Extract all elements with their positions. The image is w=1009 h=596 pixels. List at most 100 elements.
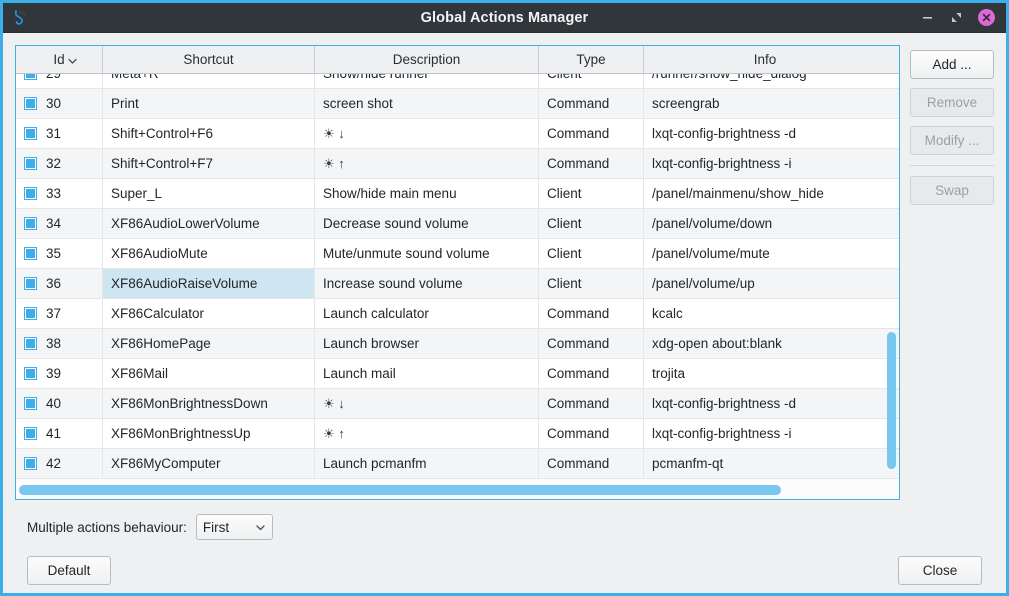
row-checkbox[interactable] [24, 367, 37, 380]
cell-id[interactable]: 39 [16, 359, 103, 388]
column-header-shortcut[interactable]: Shortcut [103, 46, 315, 73]
cell-info[interactable]: screengrab [652, 96, 720, 111]
cell-shortcut[interactable]: XF86Calculator [103, 299, 315, 328]
actions-table[interactable]: Id Shortcut Description T [15, 45, 900, 500]
cell-id[interactable]: 34 [16, 209, 103, 238]
cell-type[interactable]: Command [539, 359, 644, 388]
cell-type[interactable]: Command [539, 119, 644, 148]
cell-description[interactable]: Launch pcmanfm [315, 449, 539, 478]
cell-type[interactable]: Client [539, 269, 644, 298]
cell-description[interactable]: Launch browser [315, 329, 539, 358]
cell-id[interactable]: 29 [16, 74, 103, 88]
row-checkbox[interactable] [24, 187, 37, 200]
cell-info[interactable]: /panel/mainmenu/show_hide [652, 186, 824, 201]
cell-shortcut[interactable]: XF86MonBrightnessDown [103, 389, 315, 418]
cell-description[interactable]: ☀ ↑ [315, 419, 539, 448]
cell-description[interactable]: Mute/unmute sound volume [315, 239, 539, 268]
cell-info[interactable]: lxqt-config-brightness -i [652, 156, 792, 171]
cell-info[interactable]: lxqt-config-brightness -i [652, 426, 792, 441]
cell-type[interactable]: Command [539, 449, 644, 478]
row-checkbox[interactable] [24, 97, 37, 110]
cell-info[interactable]: lxqt-config-brightness -d [652, 396, 797, 411]
cell-description[interactable]: Increase sound volume [315, 269, 539, 298]
row-checkbox[interactable] [24, 247, 37, 260]
cell-shortcut[interactable]: Shift+Control+F7 [103, 149, 315, 178]
cell-shortcut[interactable]: Meta+R [103, 74, 315, 88]
row-checkbox[interactable] [24, 397, 37, 410]
cell-description[interactable]: Launch mail [315, 359, 539, 388]
cell-description[interactable]: Show/hide main menu [315, 179, 539, 208]
table-row[interactable]: 29Meta+RShow/hide runnerClient/runner/sh… [16, 74, 899, 89]
horizontal-scrollbar-thumb[interactable] [19, 485, 782, 495]
cell-description[interactable]: Launch calculator [315, 299, 539, 328]
cell-type[interactable]: Client [539, 239, 644, 268]
cell-id[interactable]: 30 [16, 89, 103, 118]
cell-info[interactable]: lxqt-config-brightness -d [652, 126, 797, 141]
row-checkbox[interactable] [24, 74, 37, 80]
row-checkbox[interactable] [24, 457, 37, 470]
cell-info[interactable]: kcalc [652, 306, 683, 321]
cell-id[interactable]: 42 [16, 449, 103, 478]
cell-info[interactable]: trojita [652, 366, 686, 381]
cell-id[interactable]: 37 [16, 299, 103, 328]
app-logo-icon[interactable] [10, 7, 32, 29]
cell-description[interactable]: Decrease sound volume [315, 209, 539, 238]
row-checkbox[interactable] [24, 427, 37, 440]
cell-info[interactable]: /panel/volume/down [652, 216, 773, 231]
row-checkbox[interactable] [24, 127, 37, 140]
cell-description[interactable]: ☀ ↑ [315, 149, 539, 178]
close-icon[interactable] [978, 9, 995, 26]
cell-shortcut[interactable]: Super_L [103, 179, 315, 208]
cell-type[interactable]: Client [539, 74, 644, 88]
cell-id[interactable]: 38 [16, 329, 103, 358]
close-button[interactable]: Close [898, 556, 982, 585]
column-header-type[interactable]: Type [539, 46, 644, 73]
row-checkbox[interactable] [24, 217, 37, 230]
vertical-scrollbar[interactable] [887, 74, 896, 477]
minimize-icon[interactable] [920, 10, 935, 25]
cell-info[interactable]: /runner/show_hide_dialog [644, 74, 886, 88]
cell-id[interactable]: 33 [16, 179, 103, 208]
cell-shortcut[interactable]: Print [103, 89, 315, 118]
cell-info[interactable]: xdg-open about:blank [652, 336, 782, 351]
cell-description[interactable]: screen shot [315, 89, 539, 118]
cell-type[interactable]: Client [539, 179, 644, 208]
column-header-description[interactable]: Description [315, 46, 539, 73]
row-checkbox[interactable] [24, 157, 37, 170]
cell-description[interactable]: ☀ ↓ [315, 119, 539, 148]
cell-shortcut[interactable]: XF86MonBrightnessUp [103, 419, 315, 448]
cell-id[interactable]: 31 [16, 119, 103, 148]
cell-info[interactable]: /panel/volume/mute [652, 246, 770, 261]
cell-description[interactable]: ☀ ↓ [315, 389, 539, 418]
behaviour-select[interactable]: First [195, 514, 273, 540]
cell-id[interactable]: 36 [16, 269, 103, 298]
row-checkbox[interactable] [24, 277, 37, 290]
cell-info[interactable]: pcmanfm-qt [652, 456, 724, 471]
cell-shortcut[interactable]: XF86AudioRaiseVolume [103, 269, 315, 298]
column-header-info[interactable]: Info [644, 46, 886, 73]
default-button[interactable]: Default [27, 556, 111, 585]
cell-type[interactable]: Client [539, 209, 644, 238]
cell-id[interactable]: 41 [16, 419, 103, 448]
cell-description[interactable]: Show/hide runner [315, 74, 539, 88]
maximize-icon[interactable] [949, 10, 964, 25]
cell-shortcut[interactable]: XF86MyComputer [103, 449, 315, 478]
cell-shortcut[interactable]: XF86HomePage [103, 329, 315, 358]
cell-shortcut[interactable]: XF86Mail [103, 359, 315, 388]
cell-type[interactable]: Command [539, 89, 644, 118]
cell-id[interactable]: 35 [16, 239, 103, 268]
cell-shortcut[interactable]: XF86AudioMute [103, 239, 315, 268]
column-header-id[interactable]: Id [16, 46, 103, 73]
cell-id[interactable]: 32 [16, 149, 103, 178]
